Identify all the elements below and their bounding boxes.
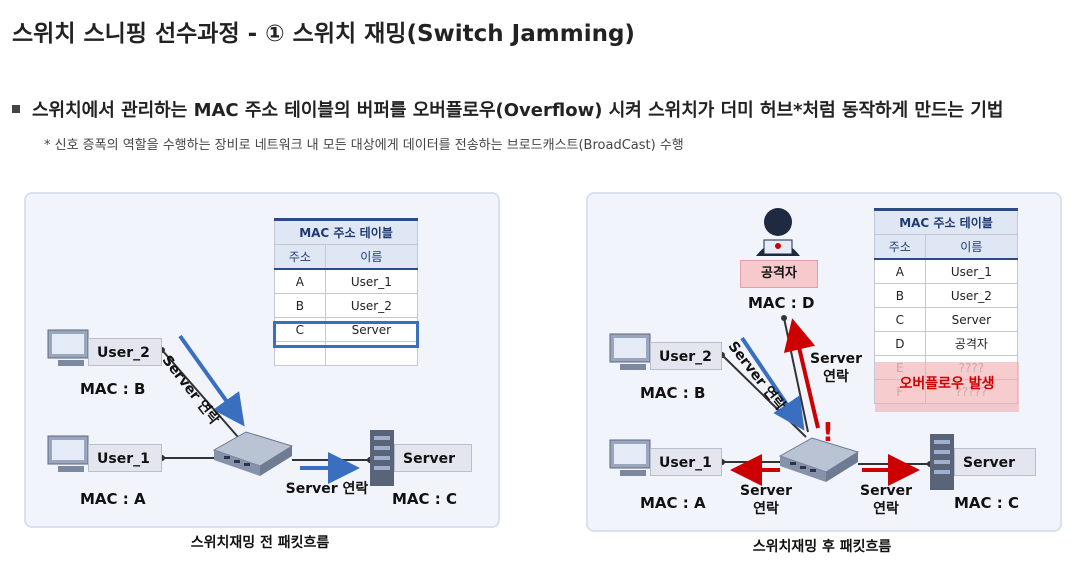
left-arrow-label-right: Server 연락	[285, 481, 369, 497]
left-blue-arrow-diag	[178, 334, 245, 427]
left-pc-user1-icon	[47, 435, 89, 472]
right-pc-user2-icon	[609, 333, 651, 370]
right-switch-icon	[778, 437, 860, 482]
right-blue-arrow-diag	[740, 336, 805, 431]
left-table-cell: B	[274, 293, 326, 318]
right-user2-label-box: User_2	[650, 342, 722, 370]
left-user1-label-box: User_1	[88, 444, 162, 472]
left-mac-b: MAC : B	[80, 380, 146, 398]
right-table-cell: User_1	[924, 258, 1019, 284]
left-server-icon	[370, 430, 394, 486]
right-table-cell: User_2	[924, 283, 1019, 308]
right-red-arrow-up	[783, 318, 820, 429]
right-pc-user1-icon	[609, 439, 651, 476]
left-table-cell: A	[274, 268, 326, 294]
bullet-text: 스위치에서 관리하는 MAC 주소 테이블의 버퍼를 오버플로우(Overflo…	[12, 96, 1003, 122]
right-label-up: Server 연락	[809, 351, 862, 385]
right-mac-a: MAC : A	[640, 494, 706, 512]
left-table-title: MAC 주소 테이블	[274, 218, 418, 245]
right-mac-b: MAC : B	[640, 384, 706, 402]
right-mac-d: MAC : D	[748, 294, 815, 312]
right-server-label-box: Server	[954, 448, 1036, 476]
right-server-icon	[930, 434, 954, 490]
alert-icon: !	[822, 418, 834, 448]
right-label-left: Server 연락	[739, 483, 792, 517]
right-table-cell: Server	[924, 307, 1019, 332]
page-title: 스위치 스니핑 선수과정 - ① 스위치 재밍(Switch Jamming)	[12, 21, 635, 47]
left-caption: 스위치재밍 전 패킷흐름	[190, 535, 330, 551]
right-table-cell: D	[874, 331, 926, 356]
right-table-cell: 공격자	[924, 331, 1019, 356]
right-user1-label-box: User_1	[650, 448, 722, 476]
left-server-label-box: Server	[394, 444, 472, 472]
left-mac-a: MAC : A	[80, 490, 146, 508]
left-table-cell: User_1	[324, 268, 419, 294]
left-pc-user2-icon	[47, 329, 89, 366]
right-table-header: 주소	[874, 234, 926, 260]
attacker-label-box: 공격자	[740, 260, 818, 288]
right-mac-c: MAC : C	[954, 494, 1019, 512]
bullet-label: 스위치에서 관리하는 MAC 주소 테이블의 버퍼를 오버플로우(Overflo…	[32, 100, 1004, 121]
right-label-right: Server 연락	[859, 483, 912, 517]
left-table-header: 이름	[324, 244, 419, 270]
right-table-title: MAC 주소 테이블	[874, 208, 1018, 235]
bullet-square-icon	[12, 105, 20, 113]
right-table-cell: B	[874, 283, 926, 308]
left-table-header: 주소	[274, 244, 326, 270]
left-switch-icon	[212, 431, 294, 476]
right-table-cell: C	[874, 307, 926, 332]
left-mac-c: MAC : C	[392, 490, 457, 508]
right-table-header: 이름	[924, 234, 1019, 260]
right-table-cell: A	[874, 258, 926, 284]
footnote: * 신호 증폭의 역할을 수행하는 장비로 네트워크 내 모든 대상에게 데이터…	[44, 138, 684, 153]
left-table-cell: User_2	[324, 293, 419, 318]
hacker-icon	[756, 208, 800, 256]
right-caption: 스위치재밍 후 패킷흐름	[752, 539, 892, 555]
overflow-banner: 오버플로우 발생	[875, 362, 1019, 412]
left-user2-label-box: User_2	[88, 338, 162, 366]
left-table-highlight	[273, 321, 419, 348]
